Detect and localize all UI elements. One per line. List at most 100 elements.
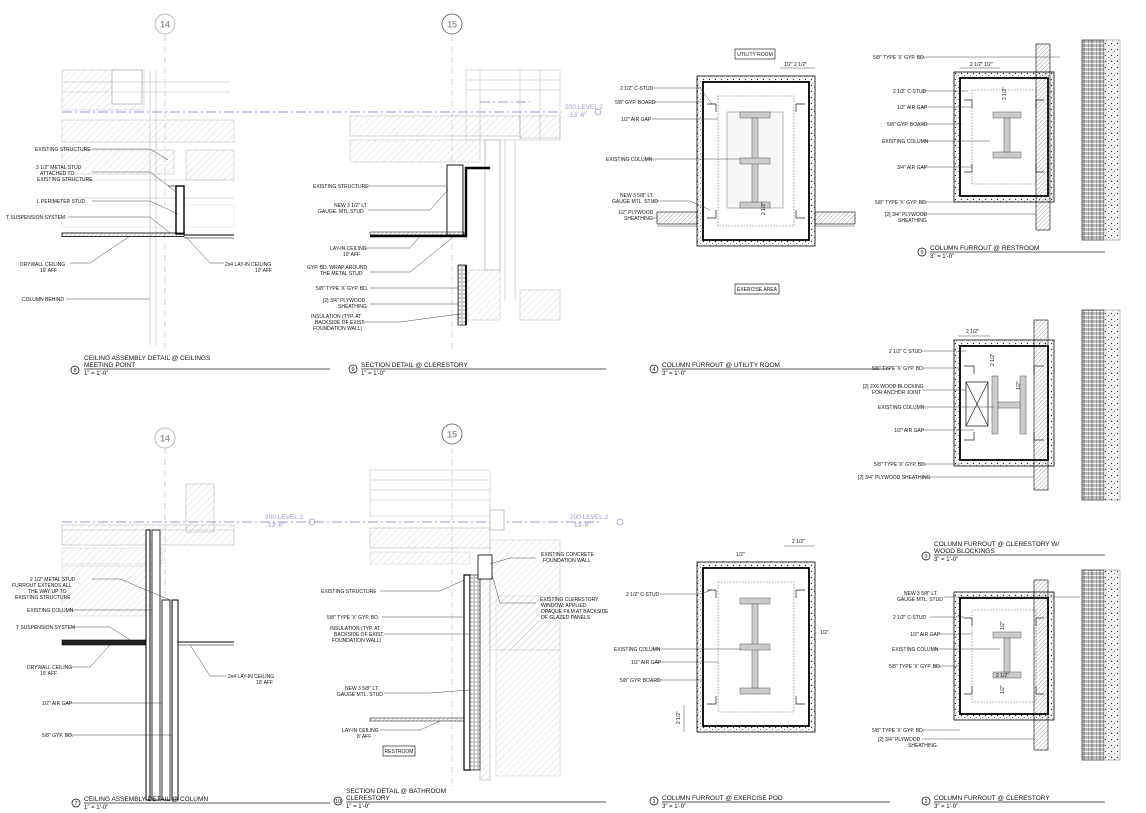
detail-scale: 3" = 1'-0" [934, 557, 958, 563]
detail-8: 14 EXISTING STRUCTURE 3 1/2" METAL STUD … [6, 13, 330, 377]
label-aff: 10' AFF [40, 268, 57, 274]
label-plywood: 1/2" PLYWOOD [618, 210, 654, 216]
label-c-stud: 2 1/2" C-STUD [893, 615, 927, 621]
grid-label-15: 15 [447, 20, 457, 30]
detail-scale: 3" = 1'-0" [934, 804, 958, 810]
dim: 2 1/2" [676, 711, 682, 724]
dim: 2 1/2" [792, 539, 805, 545]
detail-scale: 1" = 1'-0" [361, 371, 385, 377]
label-existing-column: EXISTING COLUMN [614, 647, 661, 653]
label-air-gap: 1/2" AIR GAP [910, 632, 941, 638]
detail-title-line2: MEETING POINT [84, 362, 135, 369]
label-existing-column: EXISTING COLUMN [27, 608, 74, 614]
label-c-stud: 2 1/2" C-STUD [626, 592, 660, 598]
detail-7: 14 2 1/2" METAL STUD FURROUT EXTENDS ALL… [12, 427, 600, 811]
label-backside: BACKSIDE OF EXIST. [334, 632, 384, 638]
detail-title: SECTION DETAIL @ BATHROOM [346, 788, 446, 795]
label-insulation: INSULATION (TYP. AT [330, 626, 380, 632]
label-aff: 10' AFF [343, 252, 360, 258]
dim: 2 1/2" [966, 329, 979, 335]
label-sheathing: SHEATHING [338, 304, 367, 310]
label-metal-stud: THE METAL STUD [320, 271, 363, 277]
detail-title-line2: WOOD BLOCKINGS [934, 548, 995, 555]
detail-5: 2 1/2" 1/2" 2 1/2" 5/8" TYPE 'X' GYP. BD… [873, 39, 1121, 260]
label-plywood: [2] 3/4" PLYWOOD [323, 298, 366, 304]
detail-title: COLUMN FURROUT @ CLERESTORY W/ [934, 541, 1059, 548]
label-insulation: INSULATION (TYP. AT [311, 314, 361, 320]
label-clerestory: EXISTING CLERESTORY [540, 597, 599, 603]
label-type-x-2: 5/8" TYPE 'X' GYP. BD. [872, 728, 924, 734]
label-air-gap: 1/2" AIR GAP [897, 105, 928, 111]
dim: 1/2" [1000, 621, 1006, 630]
detail-title: COLUMN FURROUT @ CLERESTORY [934, 795, 1050, 802]
label-foundation: FOUNDATION WALL) [332, 638, 382, 644]
label-type-x-2: 5/8" TYPE 'X' GYP. BD. [874, 462, 926, 468]
label-sheathing: SHEATHING [898, 218, 927, 224]
detail-title-line2: CLERESTORY [346, 795, 390, 802]
label-gauge-stud: GAUGE MTL. STUD [337, 692, 383, 698]
label-type-x: 5/8" TYPE 'X' GYP. BD. [316, 286, 368, 292]
label-existing-concrete: EXISTING CONCRETE [541, 552, 594, 558]
detail-scale: 3" = 1'-0" [662, 804, 686, 810]
label-foundation: FOUNDATION WALL) [313, 326, 363, 332]
label-aff-2: 10' AFF [256, 680, 273, 686]
label-type-x: 5/8" TYPE 'X' GYP. BD. [872, 366, 924, 372]
label-gyp-wrap: GYP. BD. WRAP AROUND [307, 265, 367, 271]
label-window: WINDOW; APPLIED [541, 603, 587, 609]
detail-title: CEILING ASSEMBLY DETAIL @ CEILINGS [84, 355, 211, 362]
detail-number: 10 [335, 799, 341, 805]
label-perimeter-stud: L PERIMETER STUD [37, 199, 86, 205]
label-aff: 10' AFF [40, 671, 57, 677]
label-backside: BACKSIDE OF EXIST. [315, 320, 365, 326]
label-glazed-panels: OF GLAZED PANELS [541, 615, 591, 621]
label-type-x: 5/8" TYPE 'X' GYP. BD. [873, 55, 925, 61]
label-c-stud: 2 1/2" C-STUD [893, 89, 927, 95]
room-tag-exercise: EXERCISE AREA [737, 287, 778, 293]
label-layin-ceiling: LAY-IN CEILING [330, 246, 367, 252]
grid-label-15: 15 [447, 430, 457, 440]
label-type-x-2: 5/8" TYPE 'X' GYP. BD. [875, 200, 927, 206]
label-existing-structure: EXISTING STRUCTURE [35, 147, 91, 153]
dim: 1/2" [984, 62, 993, 68]
label-drywall-ceiling: DRYWALL CEILING [27, 665, 72, 671]
label-existing-column: EXISTING COLUMN [882, 139, 929, 145]
label-air-gap: 1/2" AIR GAP [894, 428, 925, 434]
label-drywall-ceiling: DRYWALL CEILING [20, 262, 65, 268]
label-existing-structure-2: EXISTING STRUCTURE [37, 177, 93, 183]
label-c-stud: 2 1/2" C STUD [889, 349, 922, 355]
label-gyp-board: 5/8" GYP. BOARD [887, 122, 928, 128]
label-furrout: FURROUT EXTENDS ALL [12, 583, 72, 589]
dim: 1/2" [1000, 685, 1006, 694]
label-existing-structure: EXISTING STRUCTURE [321, 589, 377, 595]
room-tag-utility: UTILITY ROOM [737, 52, 772, 58]
label-metal-stud: 3 1/2" METAL STUD [36, 165, 82, 171]
label-wood-blocking: [2] 2X6 WOOD BLOCKING [863, 384, 924, 390]
label-gauge-stud: GAUGE. MTL STUD [318, 209, 364, 215]
level-elevation: 13'-6" [574, 522, 591, 529]
detail-scale: 1" = 1'-0" [84, 371, 108, 377]
label-metal-stud: 2 1/2" METAL STUD [30, 577, 76, 583]
label-sheathing: SHEATHING [624, 216, 653, 222]
label-gyp-board: 5/8" GYP. BOARD [620, 678, 661, 684]
detail-number: 2 [924, 799, 927, 805]
label-plywood: [2] 3/4" PLYWOOD SHEATHING [858, 475, 931, 481]
label-aff-2: 10' AFF [255, 268, 272, 274]
level-elevation: 13'-6" [570, 112, 587, 119]
label-sheathing: SHEATHING [908, 743, 937, 749]
dim: 1/2" [820, 630, 829, 636]
label-gyp-bd: 5/8" GYP. BD. [42, 733, 73, 739]
label-new-stud: NEW 3 5/8" LT. [904, 591, 938, 597]
detail-number: 3 [924, 554, 927, 560]
grid-label: 14 [160, 20, 170, 30]
detail-scale: 1" = 1'-0" [84, 805, 108, 811]
label-existing-structure: EXISTING STRUCTURE [15, 595, 71, 601]
label-column-behind: COLUMN BEHIND [22, 297, 64, 303]
label-foundation-wall: FOUNDATION WALL [543, 558, 591, 564]
detail-scale: 3" = 1'-0" [930, 254, 954, 260]
label-anchor-joint: FOR ANCHOR JOINT [872, 390, 921, 396]
grid-bubble-14 [154, 13, 176, 35]
detail-number: 7 [74, 801, 77, 807]
level-elevation: 13'-6" [268, 522, 285, 529]
label-gyp-board: 5/8" GYP. BOARD [615, 100, 656, 106]
detail-number-bubble [70, 365, 80, 375]
